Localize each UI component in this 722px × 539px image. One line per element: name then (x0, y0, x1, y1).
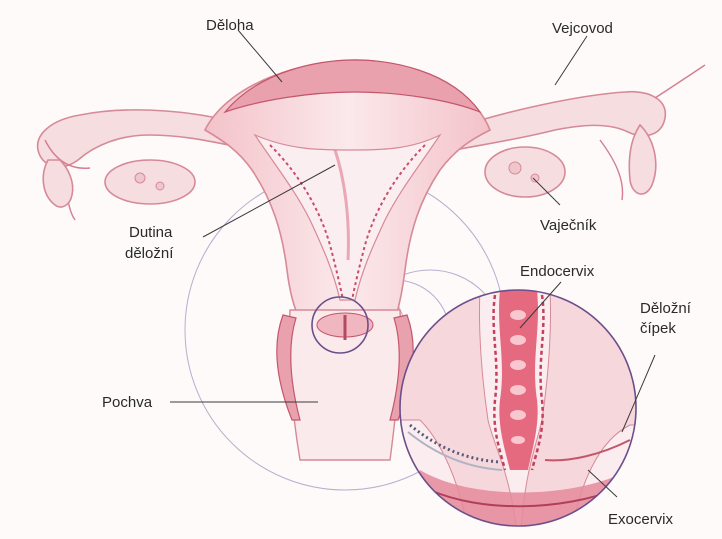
uterus (205, 60, 490, 320)
cervix-vagina (277, 310, 413, 460)
label-cervix-line1: Děložní (640, 300, 692, 317)
label-uterine-cavity-line1: Dutina (129, 224, 173, 241)
label-endocervix: Endocervix (520, 263, 595, 280)
label-ovary: Vaječník (540, 217, 597, 234)
label-vagina: Pochva (102, 394, 153, 411)
label-exocervix: Exocervix (608, 511, 674, 528)
label-fallopian-tube: Vejcovod (552, 20, 613, 37)
label-cervix-line2: čípek (640, 320, 676, 337)
label-uterus: Děloha (206, 17, 254, 34)
label-uterine-cavity-line2: děložní (125, 245, 174, 262)
